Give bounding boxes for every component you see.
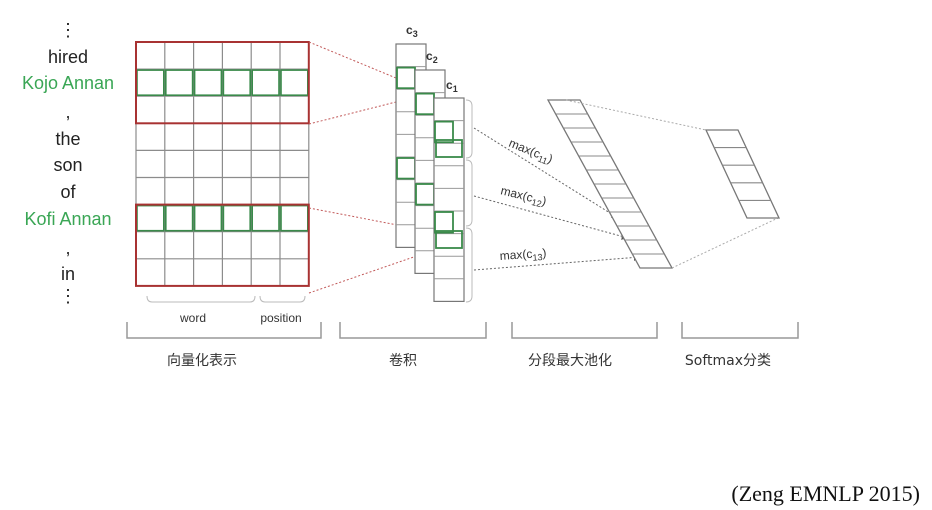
filter-label-c2: c2 xyxy=(426,49,438,65)
stage-label-pooling: 分段最大池化 xyxy=(528,353,612,369)
entity-token-2: Kofi Annan xyxy=(24,209,111,229)
entity-cell xyxy=(251,69,280,96)
position-brace xyxy=(259,295,306,303)
entity-cell xyxy=(280,204,309,232)
token: of xyxy=(60,182,76,202)
entity-cell xyxy=(222,204,251,232)
projection-lines xyxy=(308,41,435,294)
softmax-vector xyxy=(704,129,781,219)
filter-active-cell xyxy=(434,211,454,234)
stage-bracket-pooling xyxy=(511,322,658,339)
projection-line xyxy=(308,41,397,79)
filter-active-cell xyxy=(435,139,463,158)
entity-cell xyxy=(193,69,223,96)
entity-cell xyxy=(165,69,194,96)
sentence-tokens: ⋮ hired Kojo Annan , the son of Kofi Ann… xyxy=(22,20,114,306)
token: , xyxy=(65,102,70,122)
token: , xyxy=(65,238,70,258)
token-ellipsis-bottom: ⋮ xyxy=(59,286,77,306)
entity-window-2 xyxy=(135,203,310,287)
max-label-c13: max(c13) xyxy=(499,246,547,265)
entity-cell xyxy=(136,69,165,96)
stage-label-softmax: Softmax分类 xyxy=(685,353,771,369)
max-arrow-3 xyxy=(473,254,641,271)
segment-brace-1 xyxy=(465,99,473,159)
convolution-filters xyxy=(395,43,465,302)
entity-window-1 xyxy=(135,41,310,125)
filter-label-c3: c3 xyxy=(406,23,418,39)
embedding-matrix xyxy=(135,41,310,287)
max-label-c12: max(c12) xyxy=(499,183,548,210)
word-brace xyxy=(146,295,256,303)
filter-label-c1: c1 xyxy=(446,78,458,94)
max-labels: max(c11) max(c12) max(c13) xyxy=(499,136,555,265)
entity-cell xyxy=(136,204,165,232)
token-ellipsis-top: ⋮ xyxy=(59,20,77,40)
max-pool-arrows xyxy=(473,127,641,271)
softmax-connectors xyxy=(565,99,779,269)
entity-cell xyxy=(193,204,223,232)
entity-cell xyxy=(165,204,194,232)
entity-cell xyxy=(280,69,309,96)
projection-line xyxy=(308,207,435,233)
token: the xyxy=(55,129,80,149)
connector-line xyxy=(671,217,779,269)
stage-bracket-convolution xyxy=(339,322,487,339)
max-arrow-1 xyxy=(473,127,619,219)
word-label: word xyxy=(179,311,206,325)
stage-bracket-embedding xyxy=(126,322,322,339)
filter-active-cell xyxy=(434,120,454,144)
filter-column-c1 xyxy=(433,97,465,302)
token: in xyxy=(61,264,75,284)
filter-frame xyxy=(433,97,465,302)
position-label: position xyxy=(260,311,301,325)
softmax-vector-frame xyxy=(704,129,781,219)
token: son xyxy=(53,155,82,175)
segment-braces xyxy=(465,99,473,303)
filter-active-cell xyxy=(435,230,463,249)
max-arrow-2 xyxy=(473,195,629,240)
segment-brace-2 xyxy=(465,159,473,227)
segment-brace-3 xyxy=(465,227,473,303)
citation: (Zeng EMNLP 2015) xyxy=(731,481,920,506)
entity-cell xyxy=(222,69,251,96)
stage-label-convolution: 卷积 xyxy=(389,353,417,369)
token: hired xyxy=(48,47,88,67)
projection-line xyxy=(308,101,397,125)
stage-label-embedding: 向量化表示 xyxy=(167,353,237,369)
entity-cell xyxy=(251,204,280,232)
stage-brackets xyxy=(126,322,799,339)
entity-token-1: Kojo Annan xyxy=(22,73,114,93)
pooled-vector xyxy=(546,99,674,269)
max-label-c11: max(c11) xyxy=(506,136,555,168)
stage-bracket-softmax xyxy=(681,322,799,339)
matrix-braces xyxy=(146,295,306,303)
